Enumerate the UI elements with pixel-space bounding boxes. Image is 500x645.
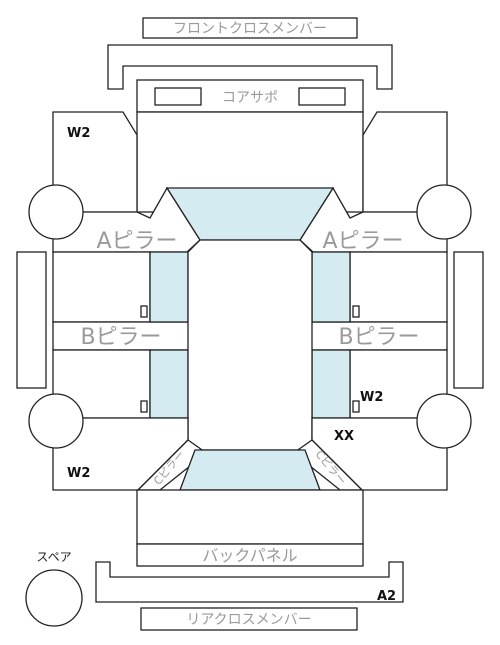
damage-mark-rear-left: W2: [67, 466, 90, 481]
rear-cross-member[interactable]: [140, 607, 358, 631]
core-support-right-slot: [298, 87, 346, 106]
back-panel-label: バックパネル: [202, 546, 297, 565]
damage-mark-rear-cross: A2: [377, 589, 396, 604]
damage-mark-rear-right-door: W2: [360, 390, 383, 405]
b-pillar-right-label: Bピラー: [338, 325, 419, 350]
left-side-sill[interactable]: [16, 251, 47, 389]
rear-window[interactable]: [179, 449, 321, 491]
rear-left-wheel[interactable]: [28, 393, 84, 449]
core-support-label: コアサポ: [222, 90, 278, 106]
b-pillar-left-label: Bピラー: [80, 325, 161, 350]
damage-mark-rear-right: XX: [334, 429, 354, 444]
damage-mark-front-left: W2: [67, 126, 90, 141]
front-cross-member-label: フロントクロスメンバー: [173, 21, 327, 37]
a-pillar-right-label: Aピラー: [322, 229, 403, 254]
core-support-left-slot: [154, 87, 202, 106]
front-right-door-handle: [352, 305, 360, 318]
spare-tire-label: スペア: [36, 550, 71, 564]
front-right-wheel[interactable]: [416, 184, 472, 240]
front-left-wheel[interactable]: [28, 184, 84, 240]
roof[interactable]: [187, 239, 313, 451]
rear-left-door-glass[interactable]: [149, 349, 189, 419]
front-cross-member[interactable]: [142, 17, 358, 39]
a-pillar-left-label: Aピラー: [96, 229, 177, 254]
right-side-sill[interactable]: [453, 251, 484, 389]
front-left-door[interactable]: [52, 251, 151, 323]
front-left-door-handle: [140, 305, 148, 318]
back-panel[interactable]: [136, 543, 364, 567]
rear-bumper-reinforcement[interactable]: [95, 561, 404, 603]
front-right-door-glass[interactable]: [311, 251, 351, 323]
front-right-door[interactable]: [349, 251, 448, 323]
spare-tire[interactable]: [25, 569, 83, 627]
rear-right-door-handle: [352, 400, 360, 413]
rear-cross-member-label: リアクロスメンバー: [186, 612, 311, 628]
trunk-lid[interactable]: [136, 489, 364, 545]
front-bumper-reinforcement[interactable]: [107, 44, 393, 90]
rear-right-door-glass[interactable]: [311, 349, 351, 419]
front-left-door-glass[interactable]: [149, 251, 189, 323]
rear-right-wheel[interactable]: [416, 393, 472, 449]
rear-left-door-handle: [140, 400, 148, 413]
